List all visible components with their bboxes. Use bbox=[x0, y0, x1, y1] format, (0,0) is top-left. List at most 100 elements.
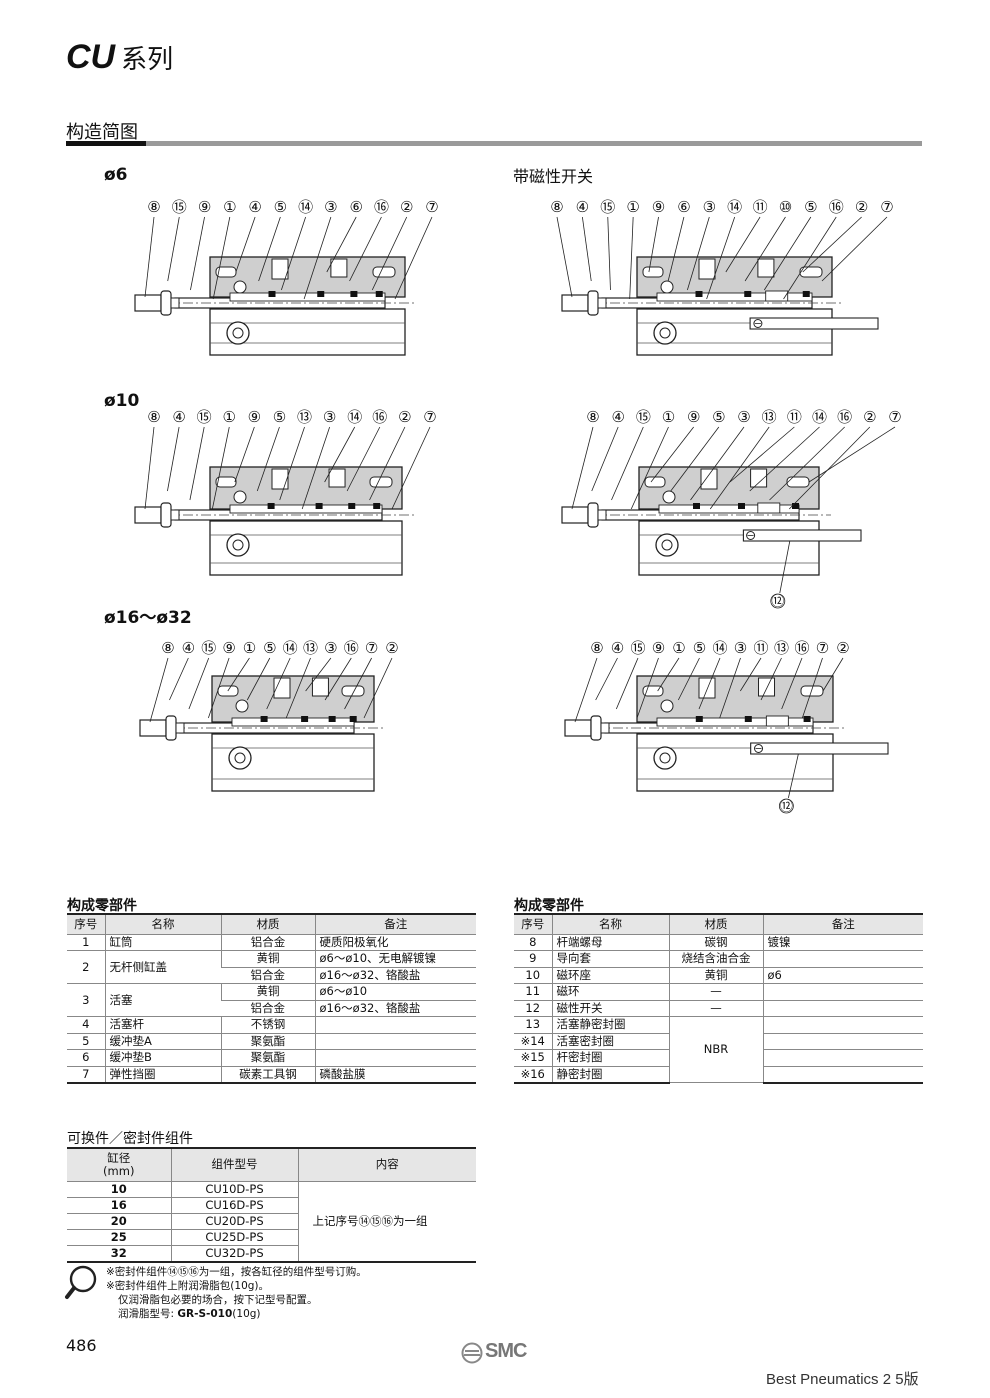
callout-label: ③ bbox=[323, 408, 336, 426]
callout-label: ⑧ bbox=[147, 408, 160, 426]
callout-label: ⑯ bbox=[374, 198, 389, 216]
leader-line bbox=[188, 657, 210, 710]
magnetic-switch bbox=[750, 742, 889, 755]
callout-label: ⑮ bbox=[630, 639, 645, 657]
note-line: 润滑脂型号: GR-S-010(10g) bbox=[118, 1308, 261, 1320]
leader-line bbox=[650, 426, 694, 483]
port-circle bbox=[659, 752, 671, 764]
seal bbox=[260, 716, 268, 722]
bolt-hole bbox=[233, 280, 247, 294]
callout-label: ③ bbox=[734, 639, 747, 657]
port-slot bbox=[786, 476, 810, 488]
magnifier-icon bbox=[65, 1265, 97, 1299]
callout-label: ⑩ bbox=[779, 198, 792, 216]
callout-label: ⑭ bbox=[727, 198, 742, 216]
rod-end-nut bbox=[561, 294, 589, 312]
callout-label: ② bbox=[863, 408, 876, 426]
magnetic-switch bbox=[749, 317, 879, 330]
callout-label: ⑧ bbox=[590, 639, 603, 657]
diagram-label-phi6: ø6 bbox=[104, 165, 128, 185]
leader-line bbox=[787, 753, 799, 799]
rod-end-nut bbox=[597, 509, 607, 521]
kit-content-note: 上记序号⑭⑮⑯为一组 bbox=[297, 1181, 476, 1263]
callout-label: ⑭ bbox=[712, 639, 727, 657]
callout-label: ⑤ bbox=[804, 198, 817, 216]
leader-line bbox=[788, 426, 871, 510]
leader-line bbox=[648, 216, 659, 273]
leader-line bbox=[211, 426, 230, 510]
leader-line bbox=[667, 216, 685, 282]
note-line: ※密封件组件上附润滑脂包(10g)。 bbox=[106, 1280, 270, 1292]
parts-table-title-left: 构成零部件 bbox=[67, 898, 137, 914]
bore bbox=[229, 504, 383, 514]
page-number: 486 bbox=[66, 1336, 97, 1355]
callout-label: ⑯ bbox=[794, 639, 809, 657]
bore bbox=[229, 292, 386, 302]
seal bbox=[738, 503, 745, 509]
bolt-hole bbox=[235, 699, 249, 713]
callout-label: ⑮ bbox=[600, 198, 615, 216]
leader-line bbox=[657, 657, 680, 692]
kit-table-title: 可换件／密封件组件 bbox=[67, 1131, 193, 1147]
callout-label: ⑦ bbox=[425, 198, 438, 216]
internal-part bbox=[311, 677, 329, 697]
leader-line bbox=[369, 426, 406, 501]
port-circle bbox=[659, 327, 671, 339]
callout-label: ⑦ bbox=[880, 198, 893, 216]
leader-line bbox=[595, 657, 618, 701]
leader-line bbox=[629, 216, 634, 300]
callout-label: ⑦ bbox=[365, 639, 378, 657]
col-header: 备注 bbox=[762, 913, 923, 935]
leader-line bbox=[725, 216, 761, 273]
callout-label: ⑪ bbox=[787, 408, 802, 426]
notes-block: ※密封件组件⑭⑮⑯为一组，按各缸径的组件型号订购。 ※密封件组件上附润滑脂包(1… bbox=[106, 1265, 367, 1321]
callout-label: ⑤ bbox=[273, 408, 286, 426]
port-slot bbox=[215, 476, 237, 488]
callout-label: ⑧ bbox=[147, 198, 160, 216]
section-divider bbox=[66, 141, 922, 146]
leader-line bbox=[394, 216, 433, 300]
series-code: CU bbox=[66, 38, 116, 76]
smc-logo-mark-icon bbox=[461, 1342, 483, 1364]
callout-label: ⑨ bbox=[652, 639, 665, 657]
leader-line bbox=[769, 426, 845, 501]
callout-label: ⑯ bbox=[829, 198, 844, 216]
rod-end-nut bbox=[587, 502, 599, 528]
callout-label: ③ bbox=[324, 198, 337, 216]
leader-line bbox=[279, 426, 305, 501]
bolt-hole bbox=[233, 490, 247, 504]
callout-bubble bbox=[770, 593, 786, 609]
col-header-content: 内容 bbox=[297, 1147, 476, 1182]
leader-line bbox=[227, 657, 250, 692]
leader-line bbox=[346, 426, 381, 492]
leader-line bbox=[258, 216, 281, 282]
callout-label: ① bbox=[626, 198, 639, 216]
callout-label: ⑮ bbox=[197, 408, 212, 426]
rod-end-nut bbox=[160, 502, 172, 528]
callout-label: ④ bbox=[182, 639, 195, 657]
callout-label: ④ bbox=[248, 198, 261, 216]
rod-end-nut bbox=[587, 290, 599, 316]
internal-part bbox=[700, 468, 718, 490]
callout-label: ⑪ bbox=[753, 639, 768, 657]
port-circle bbox=[234, 752, 246, 764]
bore bbox=[231, 717, 355, 727]
port-slot bbox=[642, 266, 664, 278]
seal bbox=[695, 291, 703, 297]
callout-bubble bbox=[778, 798, 794, 814]
callout-label: ② bbox=[855, 198, 868, 216]
leader-line bbox=[256, 426, 280, 492]
rod-end-nut bbox=[134, 506, 162, 524]
col-header: 名称 bbox=[551, 913, 669, 935]
